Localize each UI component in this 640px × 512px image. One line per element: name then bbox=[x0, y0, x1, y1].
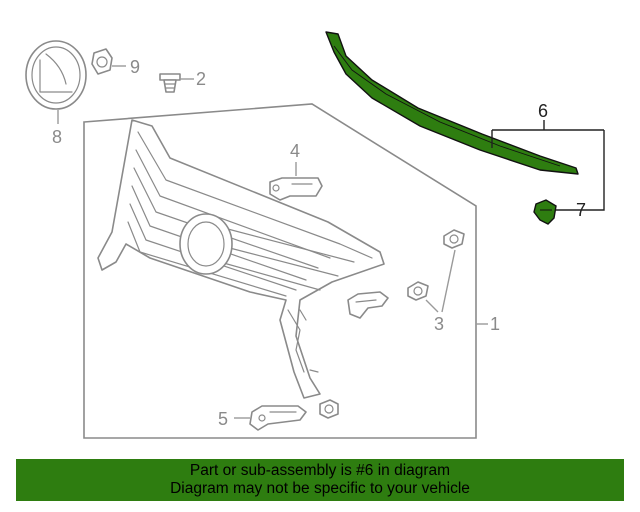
callout-7: 7 bbox=[576, 200, 586, 220]
clip-part-3-lower[interactable] bbox=[407, 281, 429, 301]
callout-8: 8 bbox=[52, 127, 62, 147]
clip-part-3-upper[interactable] bbox=[443, 229, 465, 249]
banner-line-1: Part or sub-assembly is #6 in diagram bbox=[189, 462, 451, 479]
bracket-side[interactable] bbox=[347, 291, 389, 319]
nut-part-9[interactable] bbox=[91, 48, 113, 75]
callout-2: 2 bbox=[196, 69, 206, 89]
bracket-part-5[interactable] bbox=[249, 405, 307, 431]
radiator-grille[interactable] bbox=[97, 119, 385, 399]
callout-6: 6 bbox=[538, 101, 548, 121]
callout-4: 4 bbox=[290, 141, 300, 161]
grille-molding-part-6[interactable] bbox=[325, 31, 579, 175]
callout-3: 3 bbox=[434, 314, 444, 334]
callout-9: 9 bbox=[130, 57, 140, 77]
clip-part-2[interactable] bbox=[159, 73, 181, 93]
clip-part-7[interactable] bbox=[533, 199, 557, 225]
nut-lower[interactable] bbox=[319, 399, 339, 419]
bracket-part-4[interactable] bbox=[269, 177, 323, 201]
callout-5: 5 bbox=[218, 409, 228, 429]
emblem[interactable] bbox=[25, 40, 87, 110]
callout-1: 1 bbox=[490, 314, 500, 334]
banner-line-2: Diagram may not be specific to your vehi… bbox=[170, 480, 470, 497]
info-banner: Part or sub-assembly is #6 in diagram Di… bbox=[16, 459, 624, 501]
